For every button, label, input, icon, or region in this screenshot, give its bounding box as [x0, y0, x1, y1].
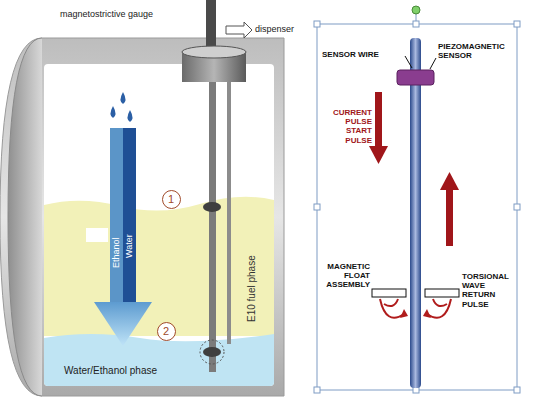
- dispenser-label: dispenser: [255, 24, 294, 34]
- signal-label: CURRENT PULSE START PULSE: [324, 108, 372, 145]
- callout-number: 2: [163, 326, 169, 337]
- gauge-label: magnetostrictive gauge: [60, 9, 153, 19]
- part-label: MAGNETIC FLOAT ASSEMBLY: [322, 262, 370, 290]
- water-label: Water: [124, 234, 134, 258]
- phase-label: E10 fuel phase: [246, 255, 258, 322]
- callout-number: 1: [168, 194, 174, 205]
- part-label: PIEZOMAGNETIC SENSOR: [438, 42, 514, 60]
- callout-circle: 1: [162, 190, 181, 209]
- signal-label: TORSIONAL WAVE RETURN PULSE: [462, 272, 514, 309]
- ethanol-label: Ethanol: [111, 237, 121, 268]
- part-label: SENSOR WIRE: [322, 50, 379, 59]
- callout-circle: 2: [157, 322, 176, 341]
- phase-label: Water/Ethanol phase: [64, 365, 157, 377]
